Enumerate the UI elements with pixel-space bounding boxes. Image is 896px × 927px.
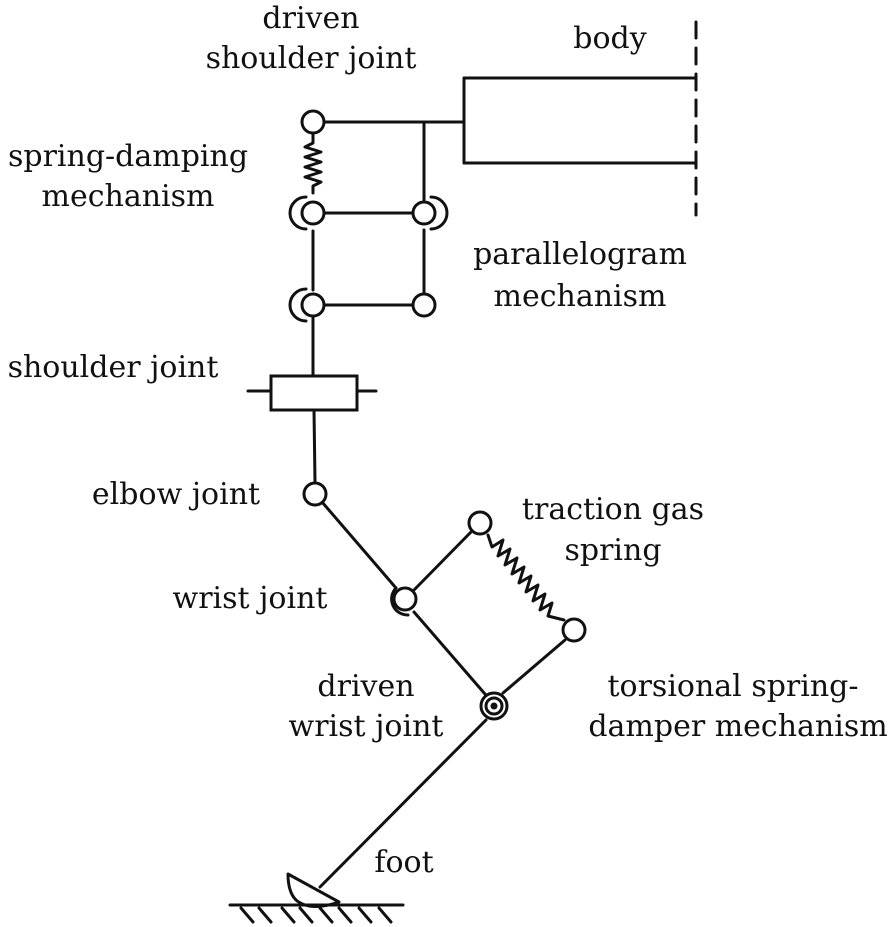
label-elbow-joint: elbow joint (92, 477, 260, 512)
label-wrist-joint: wrist joint (173, 581, 328, 616)
spring-anchor-joint (561, 617, 587, 643)
label-traction-gas-spring-2: spring (564, 533, 661, 568)
lower-shoulder-link (312, 408, 317, 484)
driven-wrist-to-spring-arm (501, 638, 567, 695)
label-parallelogram-2: mechanism (494, 279, 667, 314)
body-frame (311, 20, 698, 217)
label-driven-shoulder-joint-1: driven (262, 1, 359, 36)
parallelogram-mechanism (288, 109, 449, 323)
wrist-sleeve-arc (390, 586, 410, 617)
label-driven-wrist-joint-1: driven (317, 669, 414, 704)
sleeve-arc (288, 287, 308, 323)
elbow-to-wrist-link (320, 500, 398, 590)
label-spring-damping-2: mechanism (42, 179, 215, 214)
sleeve-arc (288, 195, 308, 231)
shoulder-joint-slider (246, 314, 378, 484)
sleeve-arc (429, 195, 449, 231)
spring-damping-spring (303, 132, 323, 195)
elbow-joint (302, 481, 328, 507)
parallelogram-joint (411, 292, 437, 318)
label-parallelogram-1: parallelogram (473, 237, 687, 272)
driven-wrist-joint-center (490, 702, 498, 710)
traction-gas-spring (486, 533, 566, 622)
label-shoulder-joint: shoulder joint (8, 350, 219, 385)
wrist-to-driven-wrist-link (412, 610, 487, 696)
label-spring-damping-1: spring-damping (8, 139, 248, 174)
slider-block (269, 374, 359, 412)
parallelogram-joint (300, 292, 326, 318)
foot (286, 872, 341, 908)
label-foot: foot (374, 845, 433, 880)
label-driven-shoulder-joint-2: shoulder joint (206, 41, 417, 76)
ground-hatching (239, 906, 393, 924)
parallelogram-joint (300, 200, 326, 226)
label-traction-gas-spring-1: traction gas (522, 492, 704, 527)
label-body: body (573, 21, 646, 56)
label-torsional-1: torsional spring- (607, 669, 858, 704)
wrist-to-spring-arm (412, 530, 473, 592)
leg-linkage (302, 481, 587, 889)
label-torsional-2: damper mechanism (588, 709, 887, 744)
spring-anchor-joint (467, 510, 493, 536)
foot-ground (228, 872, 405, 924)
driven-shoulder-joint (300, 109, 326, 135)
label-driven-wrist-joint-2: wrist joint (289, 709, 444, 744)
shank-link (318, 718, 488, 889)
parallelogram-joint (411, 200, 437, 226)
wrist-joint (392, 586, 418, 612)
